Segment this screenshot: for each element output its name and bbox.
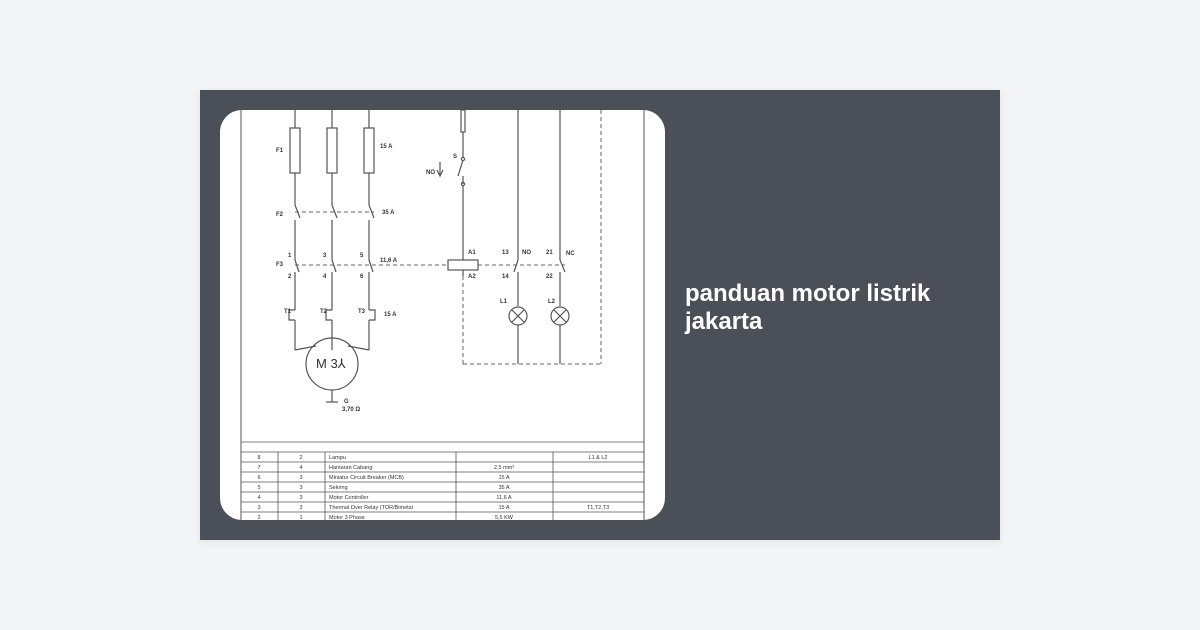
table-cell: Hantaran Cabang — [329, 465, 372, 471]
svg-text:13: 13 — [502, 250, 509, 256]
table-cell: 3 — [299, 485, 302, 491]
svg-text:G: G — [344, 399, 349, 405]
table-cell: Motor 3 Phase — [329, 515, 365, 520]
svg-text:35 A: 35 A — [382, 210, 395, 216]
table-cell: 11,6 A — [496, 495, 512, 501]
svg-text:A2: A2 — [468, 274, 476, 280]
svg-text:T2: T2 — [320, 309, 328, 315]
post-thumbnail[interactable]: F1 F2 F3 15 A 35 A 11,6 A 1 3 5 2 4 6 T1… — [220, 110, 665, 520]
svg-text:5: 5 — [360, 253, 364, 259]
svg-text:1: 1 — [288, 253, 292, 259]
table-cell: T1,T2,T3 — [587, 505, 609, 511]
table-cell: 3 — [299, 495, 302, 501]
svg-text:4: 4 — [323, 274, 327, 280]
table-cell: 15 A — [498, 475, 509, 481]
table-cell: Miniatur Circuit Breaker (MCB) — [329, 475, 404, 481]
svg-text:L2: L2 — [548, 299, 556, 305]
svg-text:NO: NO — [522, 250, 531, 256]
svg-text:6: 6 — [360, 274, 364, 280]
svg-text:3,70 Ω: 3,70 Ω — [342, 407, 360, 413]
table-cell: Motor Controller — [329, 495, 369, 501]
table-cell: 2,5 mm² — [494, 465, 514, 471]
post-title[interactable]: panduan motor listrik jakarta — [685, 280, 931, 335]
svg-text:NO: NO — [426, 170, 435, 176]
svg-text:11,6 A: 11,6 A — [380, 258, 398, 264]
table-cell: Thermal Over Relay (TOR/Bimetal — [329, 505, 413, 511]
svg-text:21: 21 — [546, 250, 553, 256]
table-cell: 5,5 KW — [495, 515, 514, 520]
svg-text:15 A: 15 A — [384, 312, 397, 318]
svg-text:2: 2 — [288, 274, 292, 280]
table-cell: 8 — [257, 455, 260, 461]
table-cell: 4 — [257, 495, 260, 501]
table-cell: 3 — [257, 505, 260, 511]
svg-text:S: S — [453, 154, 457, 160]
svg-text:3: 3 — [323, 253, 327, 259]
svg-text:F3: F3 — [276, 262, 284, 268]
svg-text:14: 14 — [502, 274, 509, 280]
table-cell: 5 — [257, 485, 260, 491]
svg-text:F2: F2 — [276, 212, 284, 218]
svg-text:T3: T3 — [358, 309, 366, 315]
table-cell: 2 — [257, 515, 260, 520]
svg-text:M 3⅄: M 3⅄ — [316, 356, 346, 371]
svg-text:22: 22 — [546, 274, 553, 280]
table-cell: 7 — [257, 465, 260, 471]
table-cell: 3 — [299, 505, 302, 511]
svg-text:NC: NC — [566, 251, 575, 257]
table-cell: 35 A — [498, 485, 509, 491]
wiring-diagram-image: F1 F2 F3 15 A 35 A 11,6 A 1 3 5 2 4 6 T1… — [240, 110, 645, 520]
svg-text:T1: T1 — [284, 309, 292, 315]
table-cell: 1 — [299, 515, 302, 520]
table-cell: 2 — [299, 455, 302, 461]
table-cell: 15 A — [498, 505, 509, 511]
svg-text:F1: F1 — [276, 148, 284, 154]
svg-text:A1: A1 — [468, 250, 476, 256]
table-cell: 4 — [299, 465, 302, 471]
svg-text:15 A: 15 A — [380, 144, 393, 150]
table-cell: Sekring — [329, 485, 348, 491]
table-cell: L1 & L2 — [589, 455, 608, 461]
parts-table: 8 2 Lampu L1 & L2 7 4 Hantaran Cabang 2,5 mm² 6 3… — [257, 455, 609, 520]
svg-text:L1: L1 — [500, 299, 508, 305]
table-cell: 3 — [299, 475, 302, 481]
table-cell: Lampu — [329, 455, 346, 461]
post-card[interactable]: F1 F2 F3 15 A 35 A 11,6 A 1 3 5 2 4 6 T1… — [200, 90, 1000, 540]
table-cell: 6 — [257, 475, 260, 481]
